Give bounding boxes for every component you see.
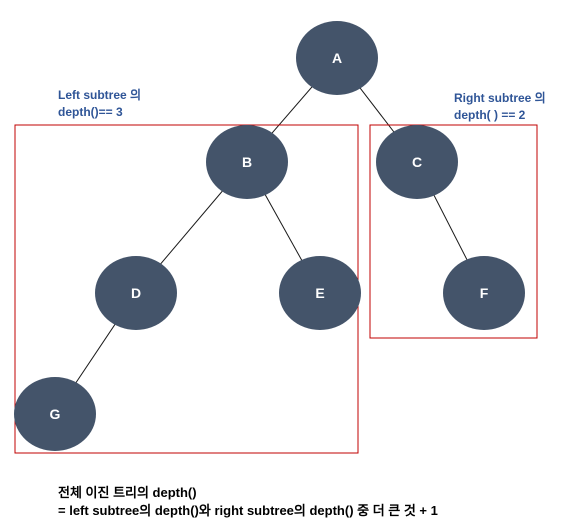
tree-node-label-g: G [50, 406, 61, 422]
right-subtree-annotation-line2: depth( ) == 2 [454, 108, 526, 122]
tree-node-label-d: D [131, 285, 141, 301]
left-subtree-annotation-line1: Left subtree 의 [58, 88, 142, 102]
tree-node-label-e: E [315, 285, 324, 301]
tree-node-circle-b [206, 125, 288, 199]
left-subtree-annotation-line2: depth()== 3 [58, 105, 123, 119]
tree-node-label-a: A [332, 50, 342, 66]
right-subtree-annotation: Right subtree 의 depth( ) == 2 [454, 90, 546, 124]
left-subtree-annotation: Left subtree 의 depth()== 3 [58, 87, 141, 121]
tree-node-circle-c [376, 125, 458, 199]
tree-node-circle-e [279, 256, 361, 330]
right-subtree-annotation-line1: Right subtree 의 [454, 91, 546, 105]
depth-explanation: 전체 이진 트리의 depth() = left subtree의 depth(… [58, 484, 438, 520]
tree-node-e: E [279, 256, 361, 330]
tree-node-c: C [376, 125, 458, 199]
tree-node-b: B [206, 125, 288, 199]
tree-node-label-c: C [412, 154, 422, 170]
tree-node-circle-d [95, 256, 177, 330]
tree-node-circle-g [14, 377, 96, 451]
tree-node-d: D [95, 256, 177, 330]
tree-node-f: F [443, 256, 525, 330]
tree-node-circle-a [296, 21, 378, 95]
tree-node-g: G [14, 377, 96, 451]
tree-node-a: A [296, 21, 378, 95]
tree-node-label-b: B [242, 154, 252, 170]
tree-node-label-f: F [480, 285, 489, 301]
depth-explanation-line1: 전체 이진 트리의 depth() [58, 485, 197, 500]
depth-explanation-line2: = left subtree의 depth()와 right subtree의 … [58, 503, 438, 518]
tree-node-circle-f [443, 256, 525, 330]
nodes-layer: A B C D E F G [14, 21, 525, 451]
right-subtree-box [369, 124, 538, 339]
